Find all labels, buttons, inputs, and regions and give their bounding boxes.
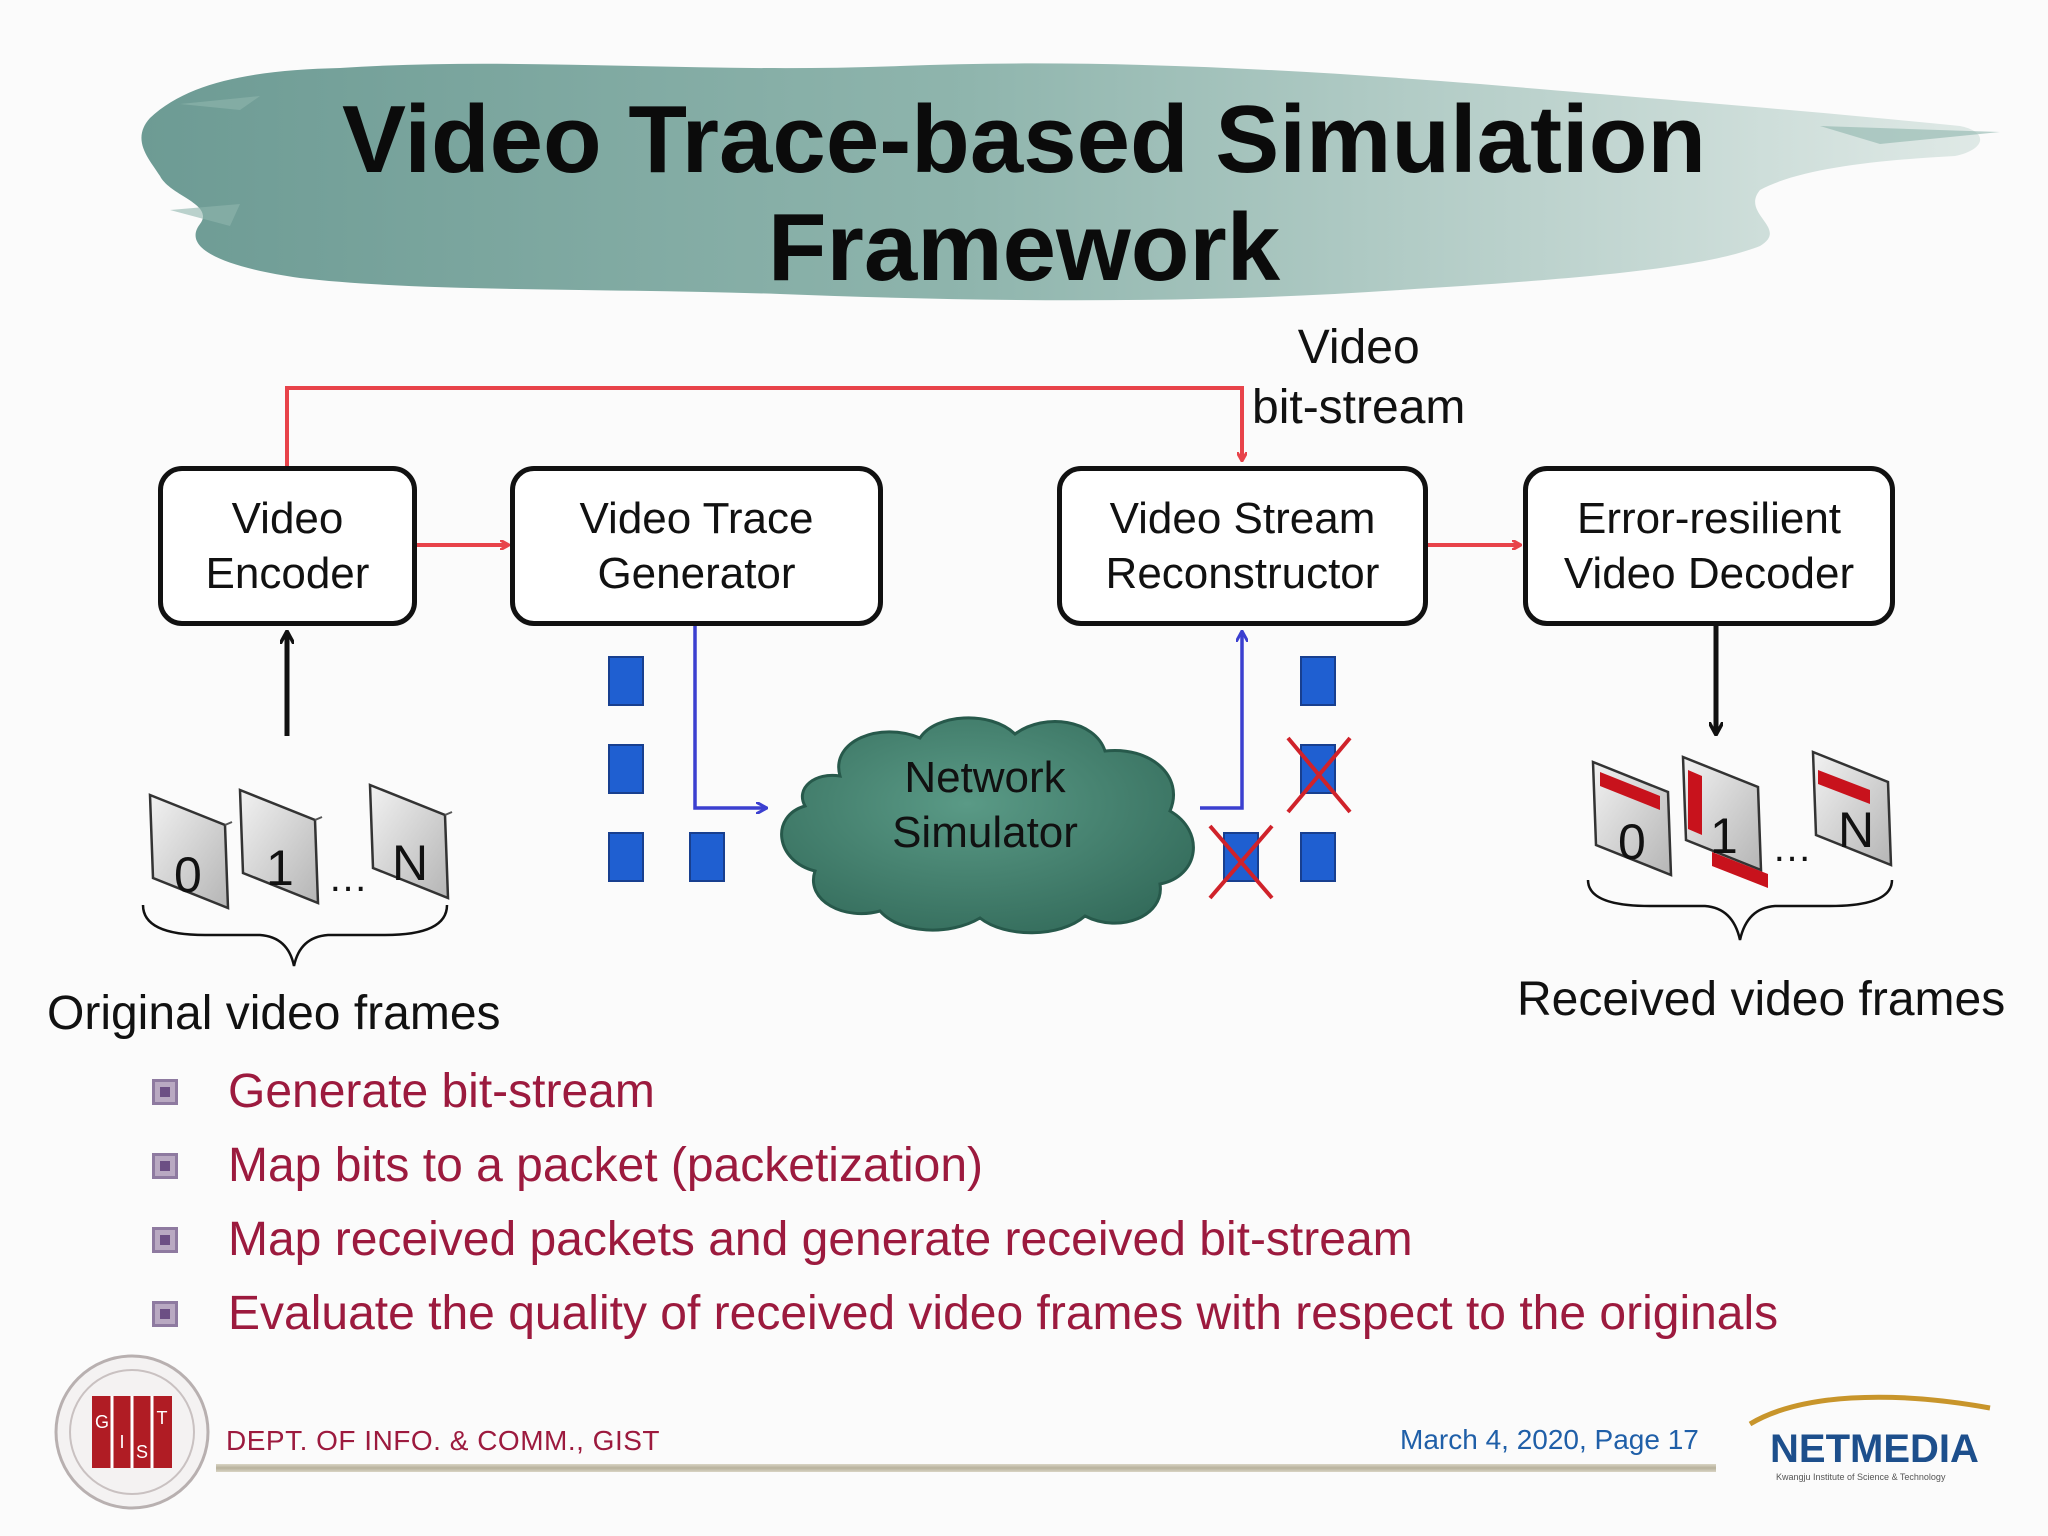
frame-error-mark (1712, 852, 1768, 888)
frame-error-mark (1818, 770, 1870, 804)
network-cloud (780, 716, 1195, 935)
bullet-square-icon (152, 1227, 178, 1253)
bullet-item: Map received packets and generate receiv… (152, 1203, 2012, 1277)
bullet-item: Evaluate the quality of received video f… (152, 1277, 2012, 1351)
packet (608, 744, 644, 794)
received-frame-label: 1 (1710, 808, 1738, 864)
network-simulator-label: Network Simulator (892, 753, 1078, 857)
generator-to-simulator-arrow (693, 626, 766, 808)
received-frame-label: 0 (1618, 814, 1646, 870)
video-encoder-block: Video Encoder (158, 466, 417, 626)
error-resilient-video-decoder-block: Error-resilient Video Decoder (1523, 466, 1895, 626)
slide-title: Video Trace-based Simulation Framework (342, 86, 1706, 301)
bullet-list: Generate bit-stream Map bits to a packet… (152, 1055, 2012, 1351)
bullet-square-icon (152, 1079, 178, 1105)
original-frame (148, 793, 230, 910)
original-frames-brace (141, 904, 449, 967)
packet (608, 832, 644, 882)
bullet-text: Map received packets and generate receiv… (228, 1213, 1413, 1266)
bullet-item: Generate bit-stream (152, 1055, 2012, 1129)
original-frame-label: 1 (266, 840, 294, 896)
packet (689, 832, 725, 882)
title-band (141, 63, 2000, 301)
original-frame-label: 0 (174, 847, 202, 903)
received-packet (1300, 656, 1336, 706)
bullet-square-icon (152, 1153, 178, 1179)
seal-letter: G (95, 1412, 109, 1432)
title-band-stroke (141, 63, 1981, 301)
received-frames-brace (1586, 879, 1894, 941)
received-frames-ellipsis: … (1772, 826, 1812, 870)
frame-error-mark (1688, 770, 1702, 835)
received-frame-label: N (1838, 802, 1875, 858)
footer-rule (216, 1464, 1716, 1472)
original-frame (238, 788, 320, 905)
original-frame (368, 783, 450, 900)
footer-department: DEPT. OF INFO. & COMM., GIST (226, 1425, 661, 1456)
simulator-to-reconstructor-arrow (1200, 632, 1242, 810)
bullet-text: Generate bit-stream (228, 1065, 655, 1118)
seal-letter: T (157, 1408, 168, 1428)
bitstream-arrow (285, 386, 1242, 466)
bullet-text: Evaluate the quality of received video f… (228, 1287, 1779, 1340)
bullet-square-icon (152, 1301, 178, 1327)
bitstream-label: Video bit-stream (1252, 321, 1466, 434)
frame-error-mark (1600, 772, 1660, 810)
received-frame (1681, 755, 1763, 872)
original-frames-ellipsis: … (328, 856, 368, 900)
video-trace-generator-block: Video Trace Generator (510, 466, 883, 626)
bullet-item: Map bits to a packet (packetization) (152, 1129, 2012, 1203)
netmedia-logo: NETMEDIA Kwangju Institute of Science & … (1748, 1394, 1991, 1482)
seal-letter: I (119, 1432, 124, 1452)
footer-date-page: March 4, 2020, Page 17 (1400, 1424, 1699, 1455)
original-frame-label: N (392, 835, 429, 891)
netmedia-wordmark: NETMEDIA (1770, 1427, 1979, 1471)
received-packet (1300, 832, 1336, 882)
packet-loss-mark (1286, 736, 1352, 814)
received-frames-caption: Received video frames (1517, 973, 2006, 1026)
seal-letter: S (136, 1442, 148, 1462)
packet-loss-mark (1208, 824, 1274, 900)
video-stream-reconstructor-block: Video Stream Reconstructor (1057, 466, 1428, 626)
packet (608, 656, 644, 706)
bullet-text: Map bits to a packet (packetization) (228, 1139, 984, 1192)
original-frames-caption: Original video frames (47, 987, 501, 1040)
gist-seal-logo: G I S T (54, 1354, 210, 1510)
cloud-shape (780, 716, 1195, 935)
netmedia-tagline: Kwangju Institute of Science & Technolog… (1776, 1472, 1946, 1482)
